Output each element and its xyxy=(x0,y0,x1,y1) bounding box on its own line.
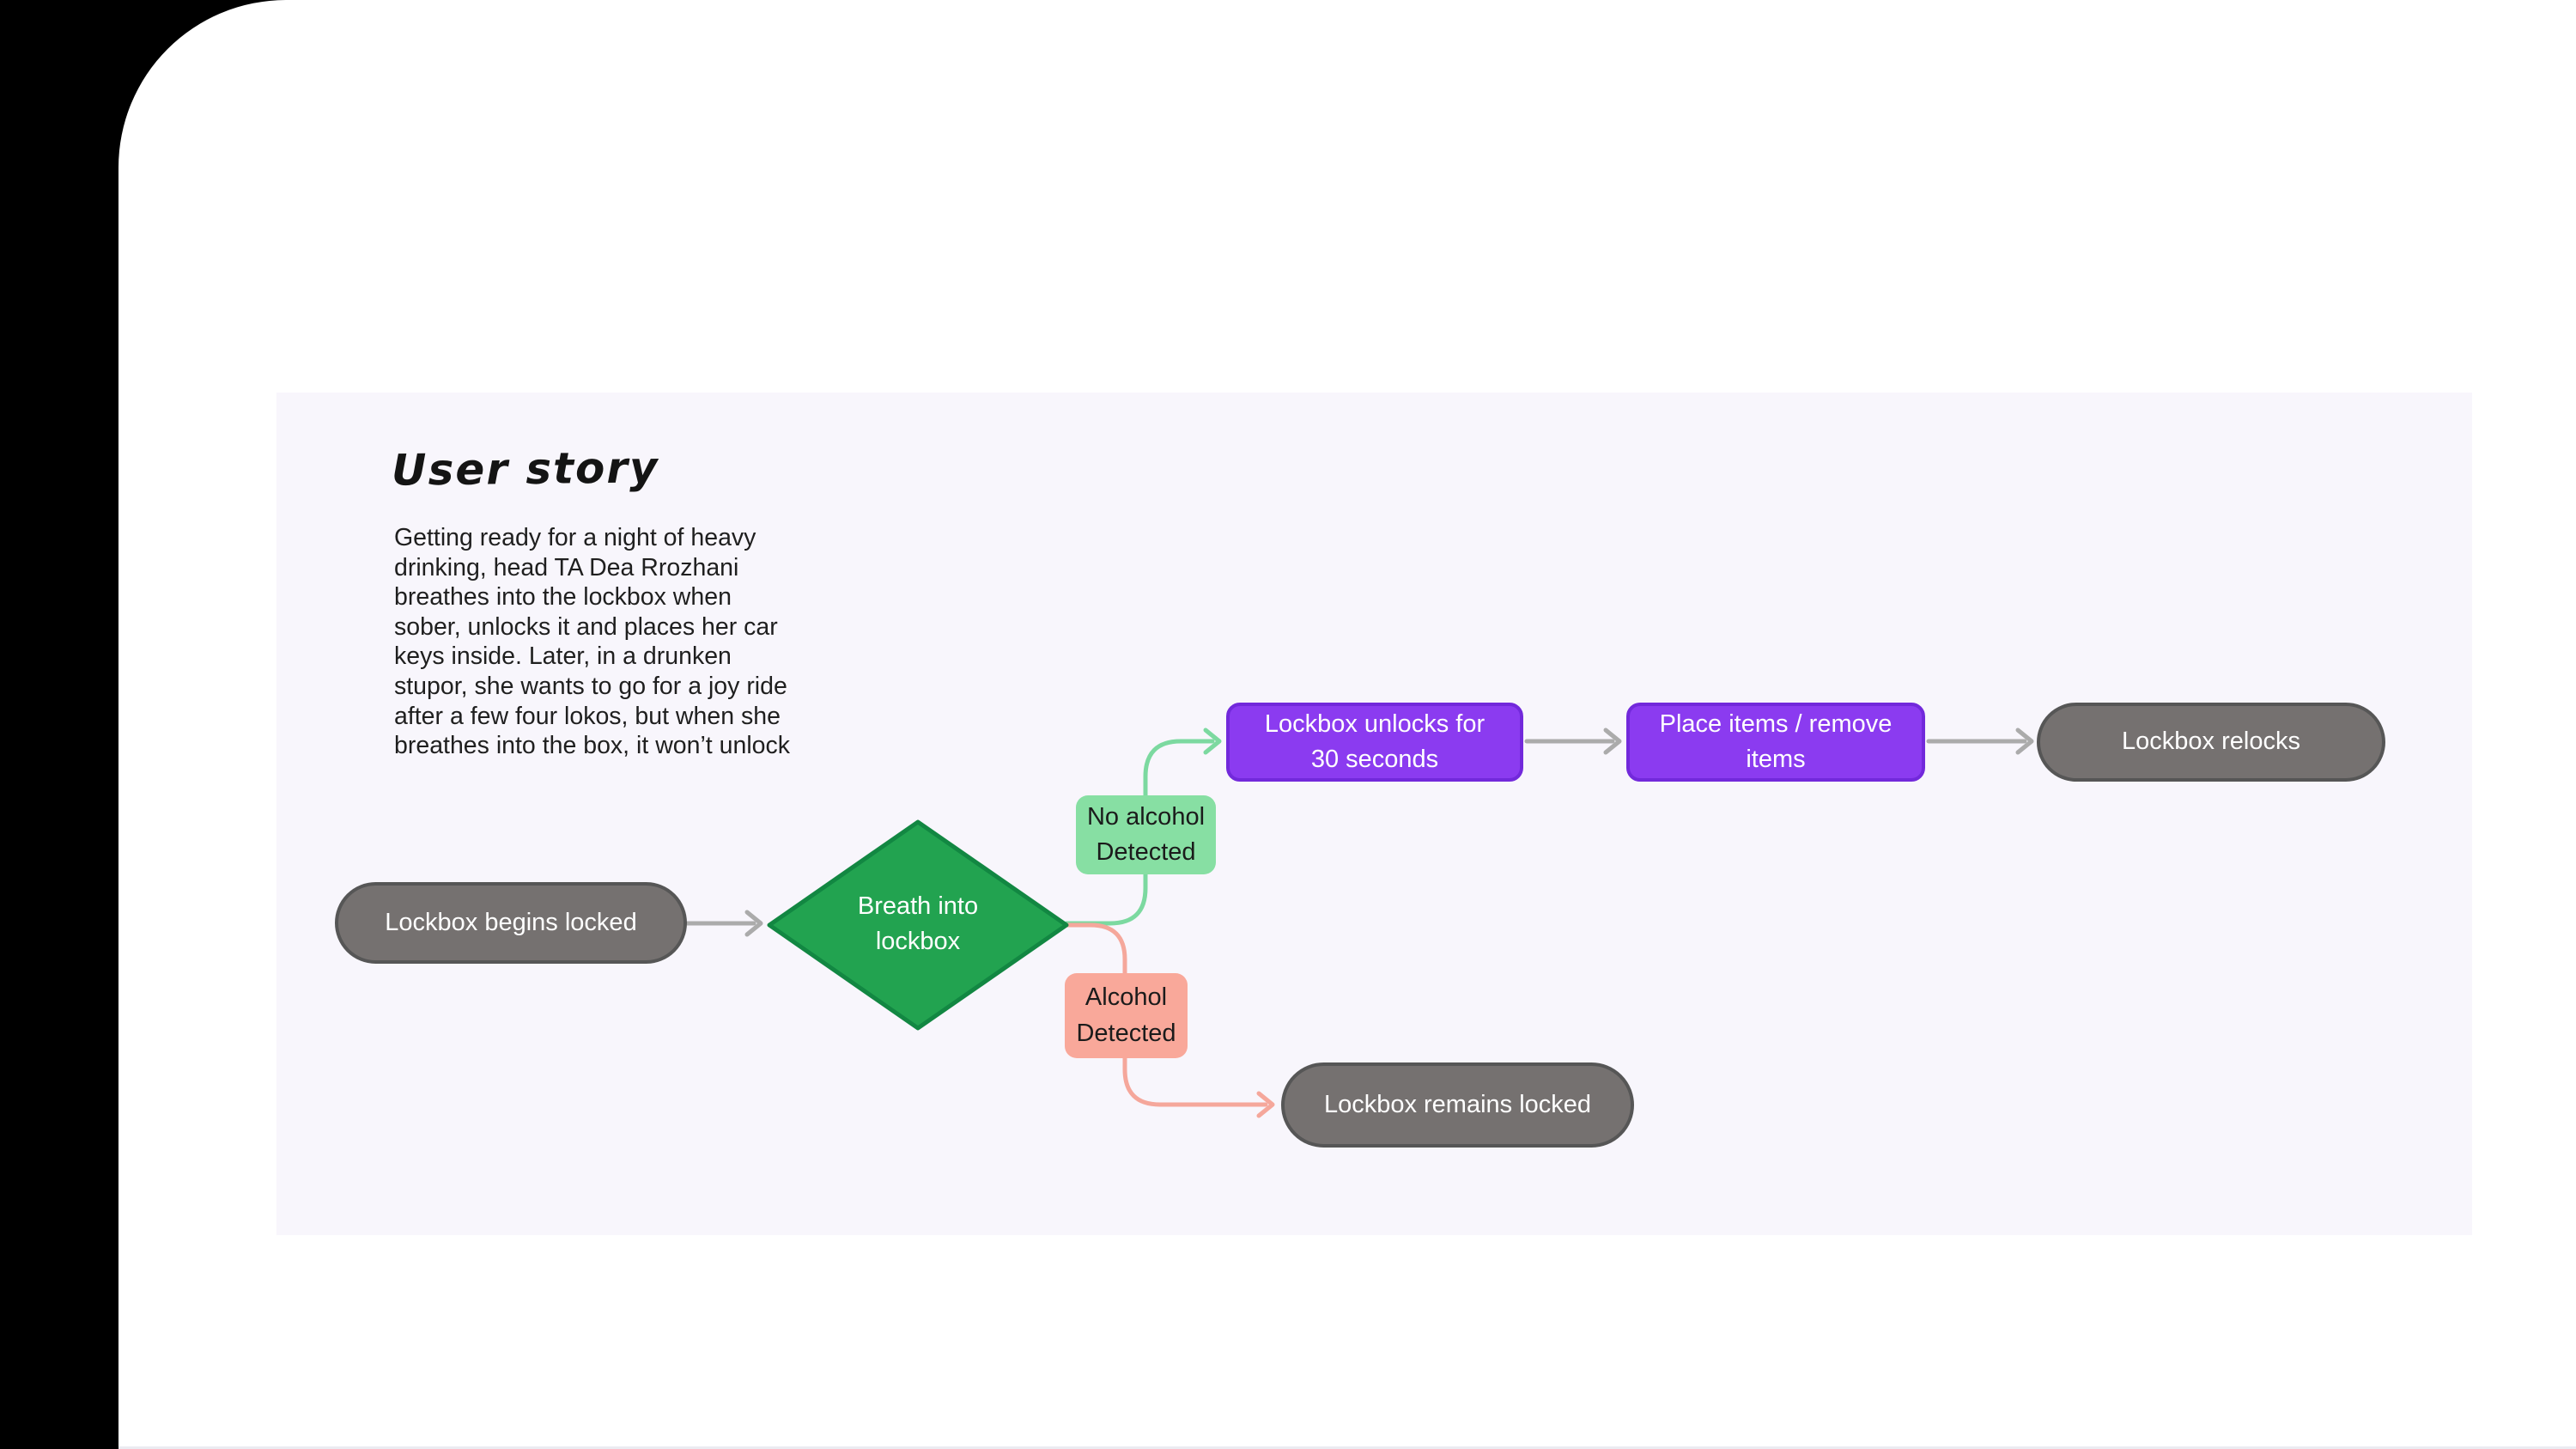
edge-green-arrowhead xyxy=(1203,728,1222,755)
node-lockbox-relocks[interactable]: Lockbox relocks xyxy=(2037,703,2385,782)
node-label: Place items / remove items xyxy=(1660,707,1893,777)
node-label: Lockbox begins locked xyxy=(385,908,637,936)
edge-pink-arrowhead xyxy=(1256,1091,1275,1118)
decision-label-line2: lockbox xyxy=(875,928,961,956)
label-line2: Detected xyxy=(1076,1019,1176,1047)
app-sheet: User story Getting ready for a night of … xyxy=(118,0,2576,1449)
node-label-line2: items xyxy=(1746,746,1806,773)
edge-begin-arrowhead xyxy=(744,910,763,937)
sheet-bottom-rule xyxy=(118,1446,2576,1449)
story-body: Getting ready for a night of heavy drink… xyxy=(394,524,791,760)
node-label-line1: Place items / remove xyxy=(1659,709,1893,738)
node-place-remove-items[interactable]: Place items / remove items xyxy=(1626,703,1925,782)
label-line1: Alcohol xyxy=(1084,983,1168,1012)
node-label: Lockbox remains locked xyxy=(1323,1090,1592,1118)
decision-label: Breath into lockbox xyxy=(841,889,995,959)
edge-gray2-arrowhead xyxy=(1603,728,1622,755)
decision-diamond-shape[interactable] xyxy=(767,819,1069,1031)
edge-begin-to-decision[interactable] xyxy=(684,910,763,937)
edge-unlocks-to-place[interactable] xyxy=(1524,728,1622,755)
node-lockbox-remains-locked[interactable]: Lockbox remains locked xyxy=(1281,1062,1634,1148)
whiteboard-canvas[interactable]: User story Getting ready for a night of … xyxy=(276,393,2472,1235)
edge-place-to-relocks[interactable] xyxy=(1926,728,2034,755)
node-breath-into-lockbox[interactable] xyxy=(767,819,1069,1031)
node-lockbox-begins-locked[interactable]: Lockbox begins locked xyxy=(335,882,687,964)
label-line2: Detected xyxy=(1096,838,1196,866)
node-lockbox-unlocks-30s[interactable]: Lockbox unlocks for 30 seconds xyxy=(1226,703,1523,782)
decision-label-line1: Breath into xyxy=(857,892,979,920)
node-label: Lockbox unlocks for 30 seconds xyxy=(1265,707,1485,777)
label-line1: No alcohol xyxy=(1086,802,1206,831)
edge-gray3-arrowhead xyxy=(2015,728,2034,755)
node-label-line2: 30 seconds xyxy=(1310,746,1439,773)
node-label-line1: Lockbox unlocks for xyxy=(1264,709,1485,738)
node-label: Lockbox relocks xyxy=(2122,728,2300,756)
